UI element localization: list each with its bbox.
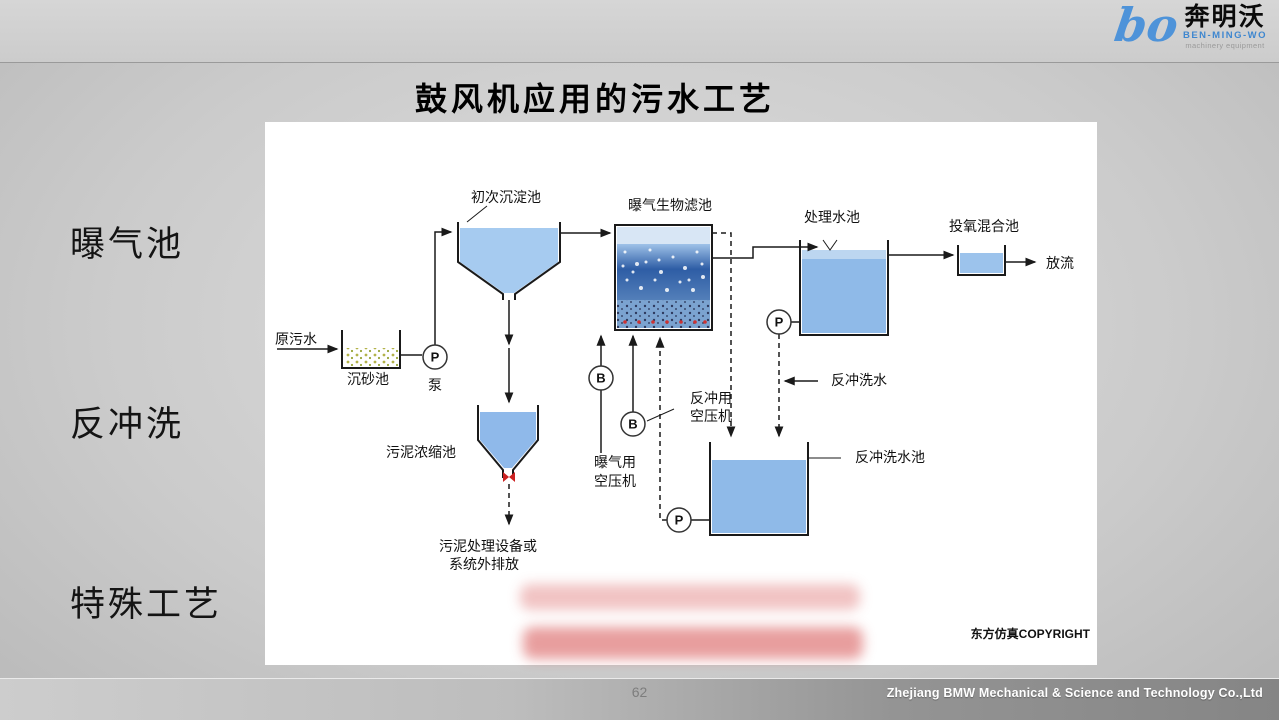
logo-mark-icon: bo xyxy=(1111,0,1182,52)
pipes-solid xyxy=(277,227,1037,521)
slide-title: 鼓风机应用的污水工艺 xyxy=(415,81,776,117)
footer-company-name: Zhejiang BMW Mechanical & Science and Te… xyxy=(886,686,1263,700)
oxygen-mixing-tank xyxy=(957,245,1006,276)
sidebar-item-aeration-tank: 曝气池 xyxy=(70,225,185,264)
logo-tagline: machinery equipment xyxy=(1185,40,1265,50)
pump-symbol-1: P xyxy=(422,344,448,370)
label-grit-tank: 沉砂池 xyxy=(347,372,389,388)
label-biofilter: 曝气生物滤池 xyxy=(628,198,712,214)
blower-letter: B xyxy=(628,417,637,432)
blower-symbol-aeration: B xyxy=(588,365,614,391)
sludge-thickener-tank xyxy=(477,405,539,482)
label-backwash-compressor-1: 反冲用 xyxy=(690,391,732,407)
company-logo: bo 奔明沃 BEN-MING-WO machinery equipment xyxy=(1111,0,1267,52)
diagram-panel: P B B P P 原污水 沉砂池 泵 初次沉淀池 污泥浓缩池 xyxy=(265,122,1097,665)
label-sludge-disposal-1: 污泥处理设备或 xyxy=(439,538,537,555)
pipes-dashed xyxy=(504,232,784,526)
valve-icon xyxy=(503,472,515,482)
red-watermark-smudge xyxy=(523,627,863,659)
process-flow-diagram: P B B P P 原污水 沉砂池 泵 初次沉淀池 污泥浓缩池 xyxy=(275,189,1091,641)
primary-sedimentation-tank xyxy=(457,205,561,300)
label-aeration-compressor-1: 曝气用 xyxy=(594,455,636,471)
pump-letter: P xyxy=(675,513,684,528)
label-backwash-tank: 反冲洗水池 xyxy=(855,450,925,466)
blower-letter: B xyxy=(596,371,605,386)
treated-water-tank xyxy=(799,239,889,336)
label-treated-tank: 处理水池 xyxy=(804,210,860,226)
label-backwash-water: 反冲洗水 xyxy=(831,373,887,389)
backwash-water-tank xyxy=(709,442,809,536)
label-primary-tank: 初次沉淀池 xyxy=(471,189,541,206)
media-red-dots xyxy=(623,320,707,324)
pump-letter: P xyxy=(775,315,784,330)
header-band: bo 奔明沃 BEN-MING-WO machinery equipment xyxy=(0,0,1279,63)
page-number: 62 xyxy=(631,684,648,700)
logo-name-en: BEN-MING-WO xyxy=(1182,30,1267,42)
grit-chamber-tank xyxy=(341,330,401,369)
logo-text-block: 奔明沃 BEN-MING-WO machinery equipment xyxy=(1183,2,1267,49)
label-pump: 泵 xyxy=(428,379,442,394)
pump-letter: P xyxy=(431,350,440,365)
label-backwash-compressor-2: 空压机 xyxy=(690,409,732,425)
label-raw-sewage: 原污水 xyxy=(275,332,317,348)
red-watermark-smudge xyxy=(520,584,860,610)
diagram-copyright: 东方仿真COPYRIGHT xyxy=(971,626,1091,641)
label-discharge: 放流 xyxy=(1046,256,1074,272)
aeration-biofilter-tank xyxy=(614,224,713,331)
label-thickener: 污泥浓缩池 xyxy=(386,445,456,461)
sidebar-item-special-process: 特殊工艺 xyxy=(70,585,223,624)
pump-symbol-backwash-supply: P xyxy=(766,309,792,335)
label-sludge-disposal-2: 系统外排放 xyxy=(449,557,519,573)
pump-symbol-backwash: P xyxy=(666,507,692,533)
footer-band: 62 Zhejiang BMW Mechanical & Science and… xyxy=(0,678,1279,720)
weir-notch-icon xyxy=(822,239,838,251)
air-bubbles xyxy=(621,248,705,292)
blower-symbol-backwash: B xyxy=(620,411,646,437)
sidebar-item-backwash: 反冲洗 xyxy=(70,405,185,444)
logo-name-cn: 奔明沃 xyxy=(1184,3,1266,31)
label-oxygen-mix-tank: 投氧混合池 xyxy=(949,219,1019,235)
label-aeration-compressor-2: 空压机 xyxy=(594,474,636,490)
